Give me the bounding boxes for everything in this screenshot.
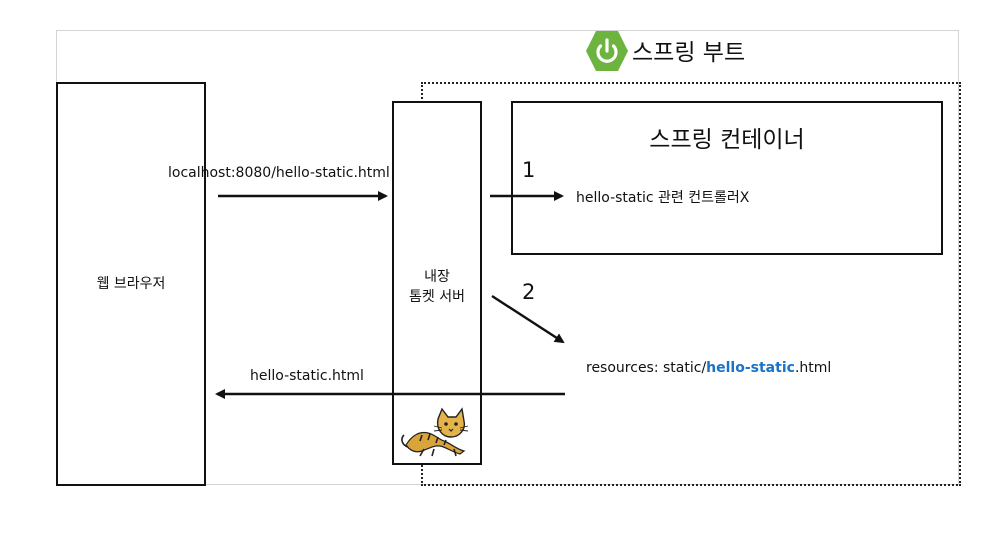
resource-highlight: hello-static [706, 360, 795, 376]
tomcat-label-line2: 톰켓 서버 [409, 289, 465, 305]
static-resource-label: resources: static/hello-static.html [586, 360, 831, 376]
tomcat-cat-icon [398, 405, 476, 457]
spring-container-title: 스프링 컨테이너 [649, 127, 805, 153]
controller-label: hello-static 관련 컨트롤러X [576, 190, 750, 206]
tomcat-server-box [392, 101, 482, 465]
tomcat-label-line1: 내장 [424, 269, 450, 285]
spring-container-box [511, 101, 943, 255]
step-2-arrow [491, 294, 565, 344]
web-browser-label: 웹 브라우저 [96, 276, 166, 292]
spring-boot-title: 스프링 부트 [632, 40, 746, 66]
resource-suffix: .html [794, 360, 832, 376]
resource-prefix: resources: static/ [586, 360, 707, 376]
web-browser-box [56, 82, 206, 486]
response-label: hello-static.html [250, 368, 364, 384]
request-url-label: localhost:8080/hello-static.html [168, 165, 390, 181]
step-2-label: 2 [522, 280, 536, 304]
step-1-label: 1 [522, 158, 536, 182]
spring-power-icon [585, 30, 629, 72]
